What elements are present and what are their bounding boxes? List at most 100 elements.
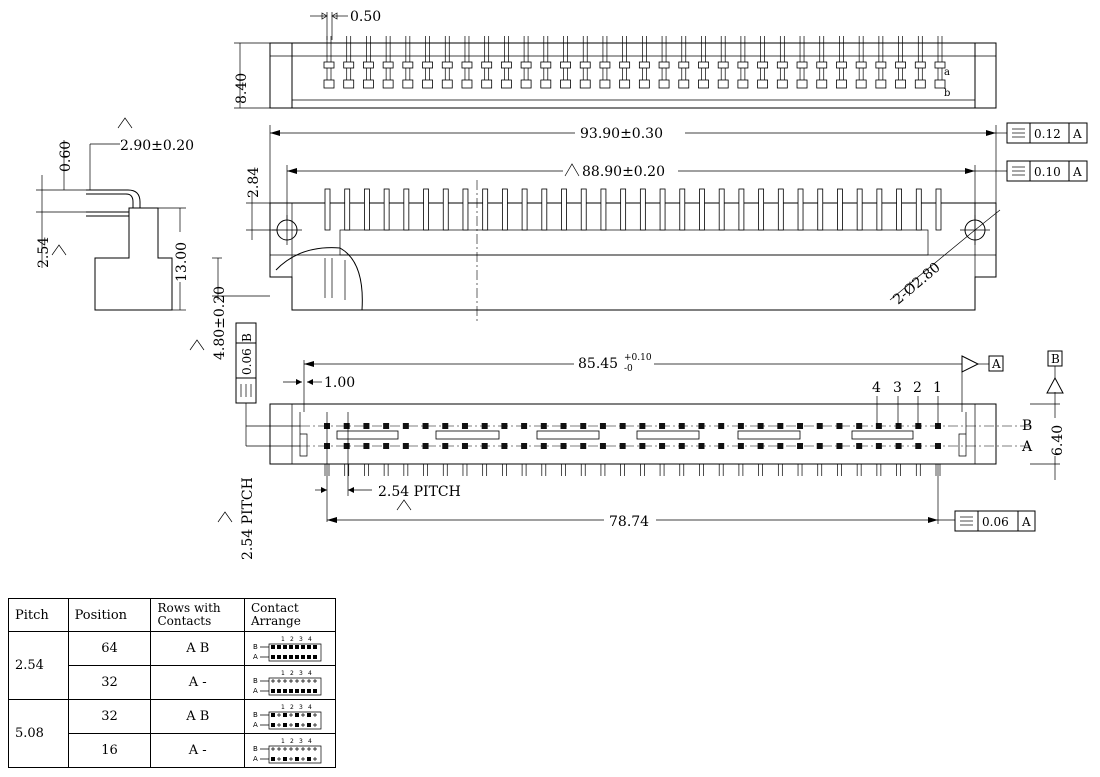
top-pin-head — [540, 61, 552, 69]
top-pin-head — [323, 61, 335, 69]
dim-mount-spacing: 88.90±0.20 — [582, 164, 665, 180]
top-pin-head — [579, 61, 591, 69]
arrange-empty — [313, 722, 317, 727]
arrange-contact — [295, 756, 299, 761]
arrange-contact — [271, 688, 275, 693]
arrange-row-a: A — [253, 755, 258, 763]
arrange-contact — [289, 688, 293, 693]
arrange-contact — [271, 722, 275, 727]
top-pin-head — [461, 61, 473, 69]
contact-b — [442, 423, 449, 429]
row-label-b: B — [1022, 418, 1032, 434]
front-pin — [797, 188, 804, 231]
contact-b — [599, 423, 606, 429]
pos-label-3: 3 — [893, 380, 902, 396]
arrange-contact — [271, 712, 275, 717]
top-pin-foot — [678, 79, 690, 89]
contact-a — [540, 443, 547, 449]
top-pin-foot — [934, 79, 946, 89]
keying-slot — [636, 430, 700, 440]
front-pin — [837, 188, 843, 231]
contact-a — [915, 443, 922, 449]
pos-label-2: 2 — [913, 380, 922, 396]
top-pin-row — [323, 36, 946, 89]
arrange-empty — [277, 712, 281, 717]
arrange-empty — [277, 756, 281, 761]
arrange-empty — [295, 678, 299, 683]
top-pin-foot — [422, 79, 433, 89]
arrange-empty — [301, 756, 305, 761]
front-pin — [423, 188, 429, 231]
arrange-contact — [283, 644, 287, 649]
contact-a — [659, 443, 666, 449]
svg-text:A: A — [1021, 515, 1031, 529]
arrange-frame — [260, 745, 322, 763]
svg-text:0.12: 0.12 — [1034, 127, 1061, 141]
arrange-empty — [289, 678, 293, 683]
arrange-contact — [289, 654, 293, 659]
contact-b — [560, 423, 567, 429]
flatness-frame-bottom: 0.06 A — [938, 510, 1036, 532]
contact-a — [619, 443, 626, 449]
top-pin-head — [638, 61, 650, 69]
arrange-contact — [301, 644, 305, 649]
arrange-contact — [295, 712, 299, 717]
keying-slot — [737, 430, 801, 440]
front-pin — [364, 188, 370, 231]
contact-b — [402, 423, 409, 429]
pitch-cell: 5.08 — [8, 699, 69, 768]
top-pin-foot — [323, 79, 335, 89]
contact-a — [501, 443, 508, 449]
top-view: a b 0.50 8.40 — [234, 9, 997, 109]
top-pin-head — [855, 61, 867, 69]
arrange-empty — [301, 678, 305, 683]
datum-a-bottom: A — [991, 357, 1001, 371]
front-pin — [896, 188, 902, 231]
dim-row-spacing-side: 2.54 — [36, 237, 52, 268]
arrange-contact — [295, 644, 299, 649]
top-pin-foot — [579, 79, 591, 89]
dim-body-height: 13.00 — [174, 242, 190, 282]
arrange-empty — [289, 756, 293, 761]
contact-b — [777, 423, 784, 429]
top-pin-foot — [737, 79, 749, 89]
contact-b — [580, 423, 587, 429]
top-pin-foot — [855, 79, 867, 89]
top-pin-foot — [619, 79, 631, 89]
arrange-contact — [271, 756, 275, 761]
top-pin-foot — [343, 79, 355, 89]
top-pin-foot — [382, 79, 394, 89]
arrange-empty — [313, 678, 317, 683]
arrange-contact — [271, 644, 275, 649]
dim-overall-length: 93.90±0.30 — [580, 126, 663, 142]
top-pin-head — [481, 61, 493, 69]
svg-text:0.06: 0.06 — [240, 348, 254, 375]
arrange-contact — [307, 722, 311, 727]
front-pin — [777, 188, 784, 231]
dim-tail-span: 78.74 — [609, 514, 649, 530]
front-pin-row — [324, 188, 942, 231]
arrange-col-label: 2 — [290, 738, 294, 745]
arrange-empty — [277, 722, 281, 727]
arrange-contact — [307, 756, 311, 761]
top-pin-foot — [441, 79, 453, 89]
dim-row-pitch: 6.40 — [1050, 425, 1066, 456]
arrange-contact — [289, 644, 293, 649]
contact-a — [757, 443, 764, 449]
arrange-empty — [271, 678, 275, 683]
contact-b — [659, 423, 666, 429]
arrange-contact — [313, 644, 317, 649]
front-pin — [403, 188, 410, 231]
front-pin — [817, 188, 824, 231]
top-pin-foot — [914, 79, 926, 89]
svg-text:A: A — [1072, 165, 1082, 179]
top-label-a: a — [944, 67, 950, 78]
arrange-col-label: 3 — [299, 704, 303, 711]
dim-contact-span: 85.45 — [578, 356, 618, 372]
top-pin-head — [836, 61, 847, 69]
top-label-b: b — [944, 88, 950, 99]
